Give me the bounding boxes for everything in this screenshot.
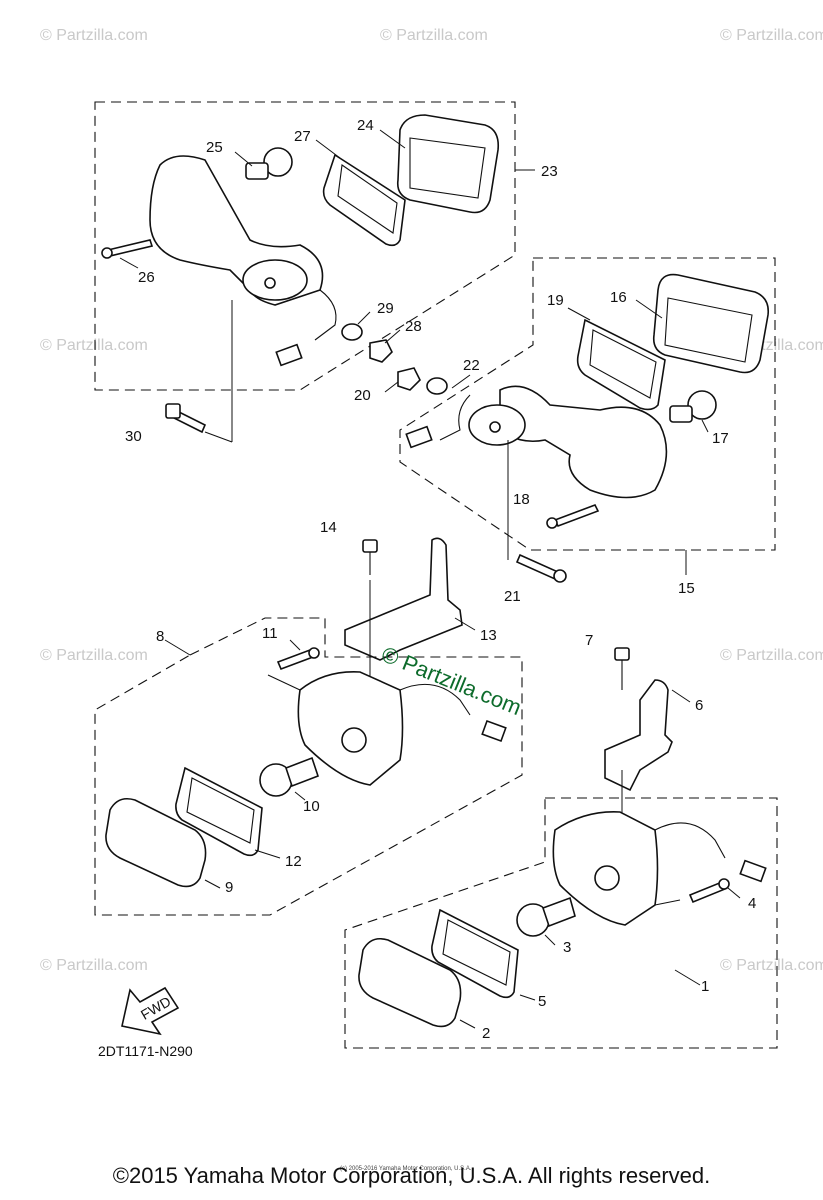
callout-22: 22 — [463, 357, 480, 374]
watermark: © Partzilla.com — [40, 957, 148, 974]
callout-10: 10 — [303, 798, 320, 815]
callout-25: 25 — [206, 139, 223, 156]
watermark: © Partzilla.com — [40, 647, 148, 664]
callout-14: 14 — [320, 519, 337, 536]
callout-4: 4 — [748, 895, 756, 912]
callout-6: 6 — [695, 697, 703, 714]
assembly-1 — [344, 797, 778, 1049]
callout-7: 7 — [585, 632, 593, 649]
callout-12: 12 — [285, 853, 302, 870]
callout-30: 30 — [125, 428, 142, 445]
callout-11: 11 — [262, 625, 278, 642]
watermark: © Partzilla.com — [40, 27, 148, 44]
callout-5: 5 — [538, 993, 546, 1010]
screw-30 — [165, 403, 207, 434]
callout-labels: 1 2 3 4 5 6 7 8 9 10 11 12 13 14 15 16 1… — [125, 117, 756, 1042]
callout-13: 13 — [480, 627, 497, 644]
bracket-13 — [344, 537, 476, 690]
assembly-23 — [94, 101, 535, 443]
callout-23: 23 — [541, 163, 558, 180]
assembly-8 — [94, 617, 523, 916]
callout-24: 24 — [357, 117, 374, 134]
callout-9: 9 — [225, 879, 233, 896]
callout-21: 21 — [504, 588, 521, 605]
small-copyright: (c) 2005-2016 Yamaha Motor Corporation, … — [340, 1166, 472, 1172]
callout-18: 18 — [513, 491, 530, 508]
callout-27: 27 — [294, 128, 311, 145]
assembly-15 — [384, 257, 776, 583]
callout-1: 1 — [701, 978, 709, 995]
callout-2: 2 — [482, 1025, 490, 1042]
watermark: © Partzilla.com — [720, 27, 823, 44]
callout-16: 16 — [610, 289, 627, 306]
watermark: © Partzilla.com — [380, 27, 488, 44]
bracket-6 — [604, 647, 691, 822]
callout-19: 19 — [547, 292, 564, 309]
callout-26: 26 — [138, 269, 155, 286]
watermark: © Partzilla.com — [40, 337, 148, 354]
callout-17: 17 — [712, 430, 729, 447]
callout-15: 15 — [678, 580, 695, 597]
callout-28: 28 — [405, 318, 422, 335]
watermark: © Partzilla.com — [720, 957, 823, 974]
callout-3: 3 — [563, 939, 571, 956]
callout-8: 8 — [156, 628, 164, 645]
callout-29: 29 — [377, 300, 394, 317]
fwd-arrow-icon: FWD — [121, 986, 180, 1036]
diagram-code: 2DT1171-N290 — [98, 1043, 193, 1059]
copyright-notice: ©2015 Yamaha Motor Corporation, U.S.A. A… — [112, 1163, 711, 1188]
callout-20: 20 — [354, 387, 371, 404]
watermark: © Partzilla.com — [720, 647, 823, 664]
